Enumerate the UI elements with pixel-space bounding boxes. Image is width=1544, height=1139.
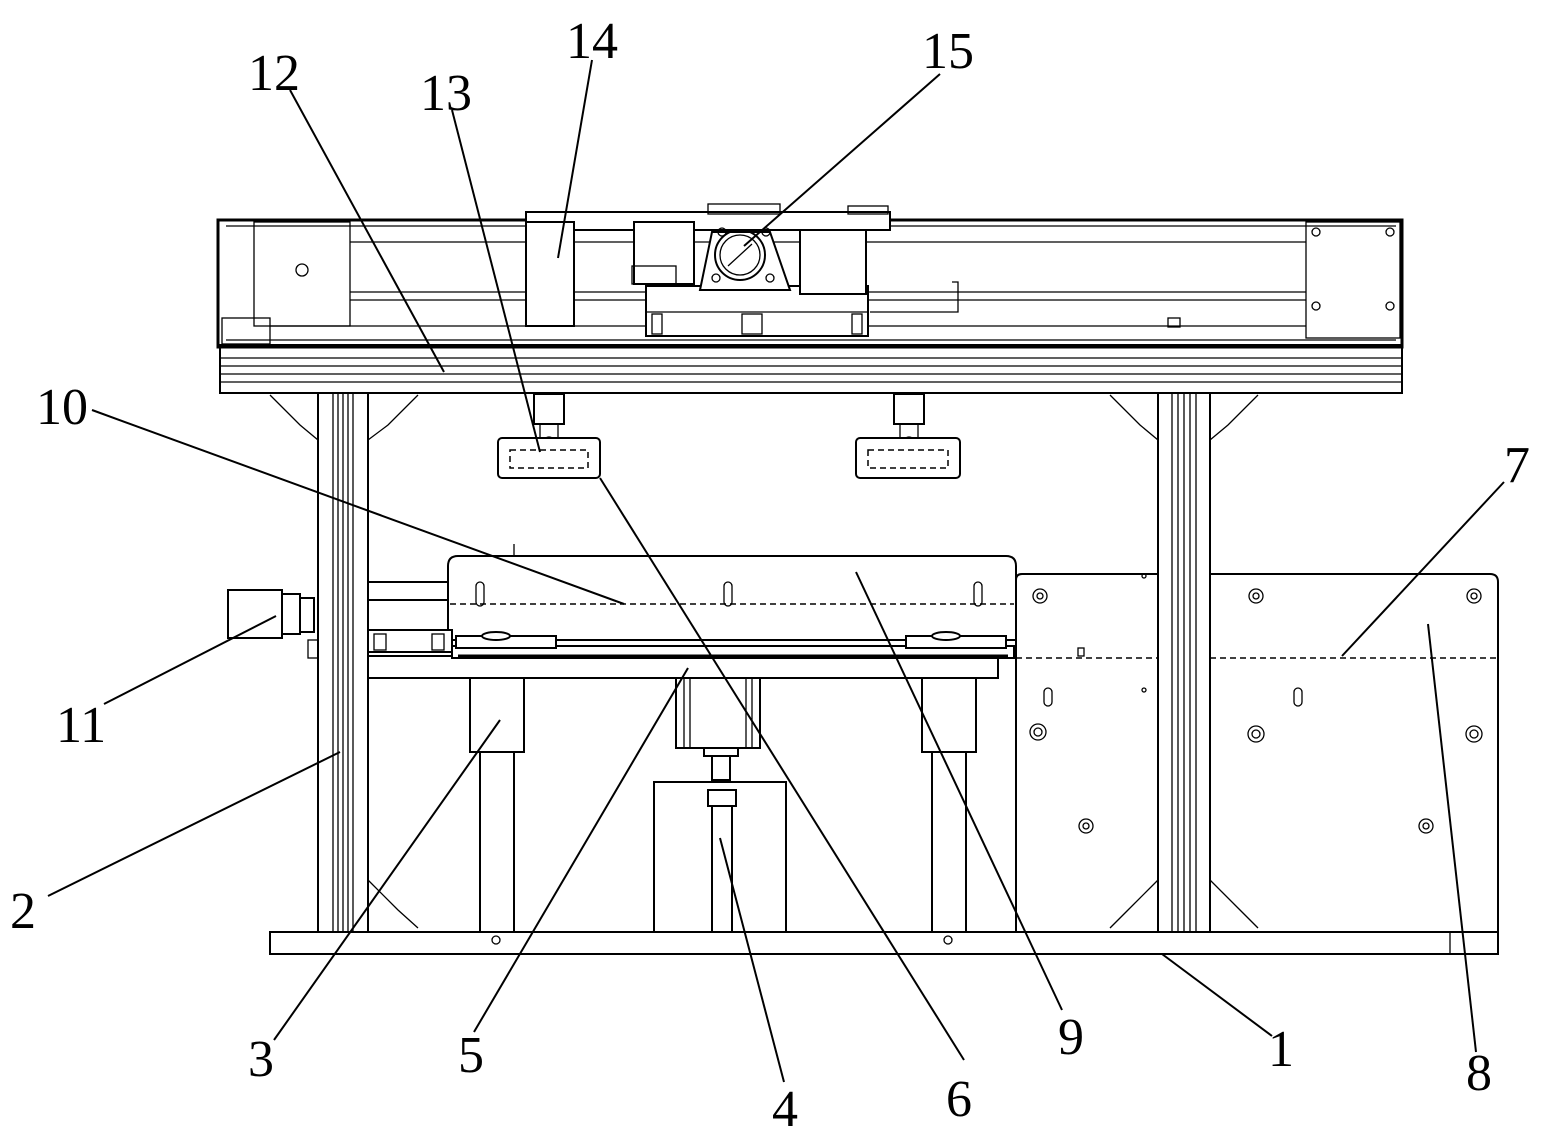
label-4: 4 bbox=[772, 1081, 798, 1138]
side-rail bbox=[367, 581, 453, 653]
suction-cup-left bbox=[497, 393, 601, 479]
label-7: 7 bbox=[1504, 437, 1530, 494]
right-column bbox=[1157, 391, 1211, 933]
label-5: 5 bbox=[458, 1027, 484, 1084]
label-11: 11 bbox=[56, 697, 106, 754]
motor-mount bbox=[698, 227, 792, 291]
carriage bbox=[525, 203, 891, 337]
lift-cylinder bbox=[653, 677, 787, 933]
reference-labels: 1 2 3 4 5 6 7 8 9 10 11 12 13 14 15 bbox=[10, 13, 1530, 1138]
label-15: 15 bbox=[922, 23, 974, 80]
label-10: 10 bbox=[36, 379, 88, 436]
cylinder-left bbox=[469, 677, 525, 933]
suction-cup-right bbox=[855, 393, 961, 479]
label-2: 2 bbox=[10, 883, 36, 940]
cylinder-right bbox=[921, 677, 977, 933]
base-plate bbox=[269, 931, 1499, 955]
left-column bbox=[317, 391, 369, 933]
label-1: 1 bbox=[1268, 1021, 1294, 1078]
label-8: 8 bbox=[1466, 1045, 1492, 1102]
label-14: 14 bbox=[566, 13, 618, 70]
top-beam bbox=[219, 344, 1403, 394]
corner-brackets bbox=[269, 394, 1259, 929]
label-3: 3 bbox=[248, 1031, 274, 1088]
label-12: 12 bbox=[248, 45, 300, 102]
tray-plate bbox=[451, 631, 1015, 659]
side-motor bbox=[227, 589, 319, 659]
label-13: 13 bbox=[420, 65, 472, 122]
right-panel bbox=[1015, 573, 1499, 932]
leader-lines bbox=[47, 59, 1505, 1083]
tray bbox=[447, 544, 1017, 641]
label-9: 9 bbox=[1058, 1009, 1084, 1066]
label-6: 6 bbox=[946, 1071, 972, 1128]
